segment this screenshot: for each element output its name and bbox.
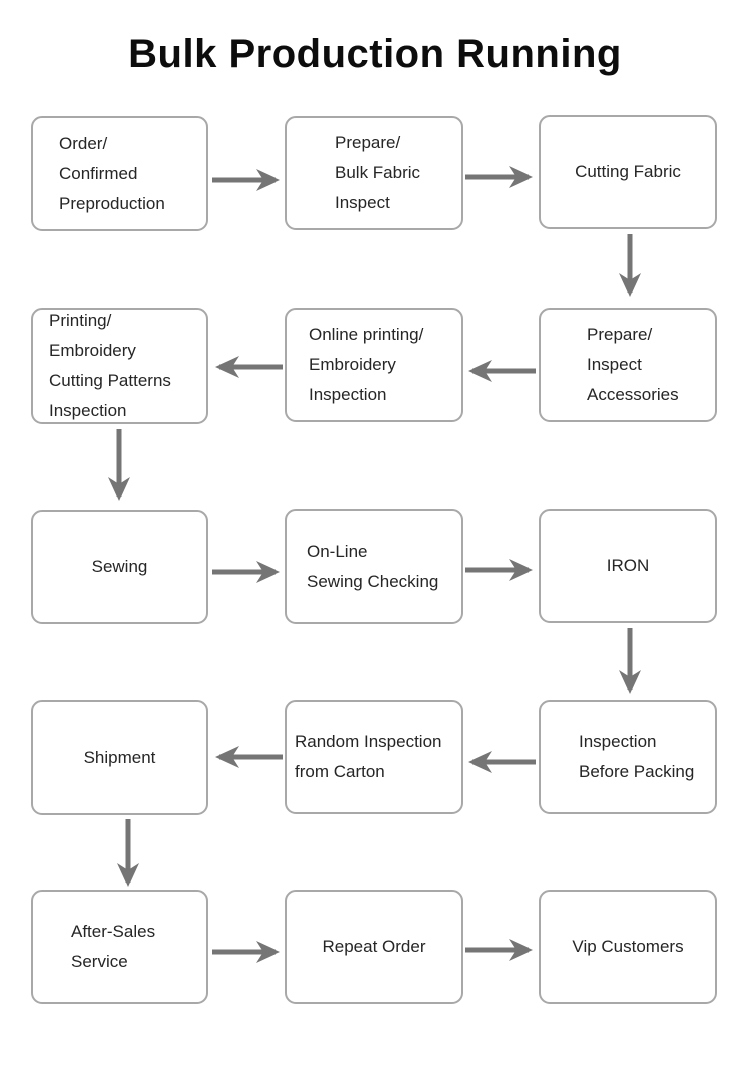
node-label: IRON xyxy=(606,556,650,575)
node-on-line-sewing-checking: On-Line Sewing Checking xyxy=(285,509,463,624)
node-label: Cutting Fabric xyxy=(575,162,681,181)
node-iron: IRON xyxy=(539,509,717,623)
node-shipment: Shipment xyxy=(31,700,208,815)
node-label: Repeat Order xyxy=(322,937,426,956)
node-prepare-bulk-fabric-inspect: Prepare/ Bulk Fabric Inspect xyxy=(285,116,463,230)
node-label: Online printing/ Embroidery Inspection xyxy=(309,325,424,404)
node-vip-customers: Vip Customers xyxy=(539,890,717,1004)
node-sewing: Sewing xyxy=(31,510,208,624)
node-label: Sewing xyxy=(91,557,148,576)
node-label: Prepare/ Inspect Accessories xyxy=(587,325,679,404)
node-inspection-before-packing: Inspection Before Packing xyxy=(539,700,717,814)
node-label: Shipment xyxy=(83,747,156,767)
node-label: Vip Customers xyxy=(572,937,684,956)
node-label: Inspection Before Packing xyxy=(579,732,695,781)
node-label: Random Inspection from Carton xyxy=(295,732,442,781)
node-after-sales-service: After-Sales Service xyxy=(31,890,208,1004)
node-order-confirmed-preproduction: Order/ Confirmed Preproduction xyxy=(31,116,208,231)
node-label: After-Sales Service xyxy=(71,922,156,971)
node-printing-embroidery-cutting-patterns-inspection: Printing/ Embroidery Cutting Patterns In… xyxy=(31,308,208,424)
page-title: Bulk Production Running xyxy=(128,32,622,76)
node-label: Prepare/ Bulk Fabric Inspect xyxy=(335,133,421,212)
node-prepare-inspect-accessories: Prepare/ Inspect Accessories xyxy=(539,308,717,422)
node-online-printing-embroidery-inspection: Online printing/ Embroidery Inspection xyxy=(285,308,463,422)
node-repeat-order: Repeat Order xyxy=(285,890,463,1004)
node-label: Order/ Confirmed Preproduction xyxy=(59,133,165,213)
node-label: Printing/ Embroidery Cutting Patterns In… xyxy=(49,311,171,420)
node-label: On-Line Sewing Checking xyxy=(307,541,439,591)
node-random-inspection-from-carton: Random Inspection from Carton xyxy=(285,700,463,814)
node-cutting-fabric: Cutting Fabric xyxy=(539,115,717,229)
